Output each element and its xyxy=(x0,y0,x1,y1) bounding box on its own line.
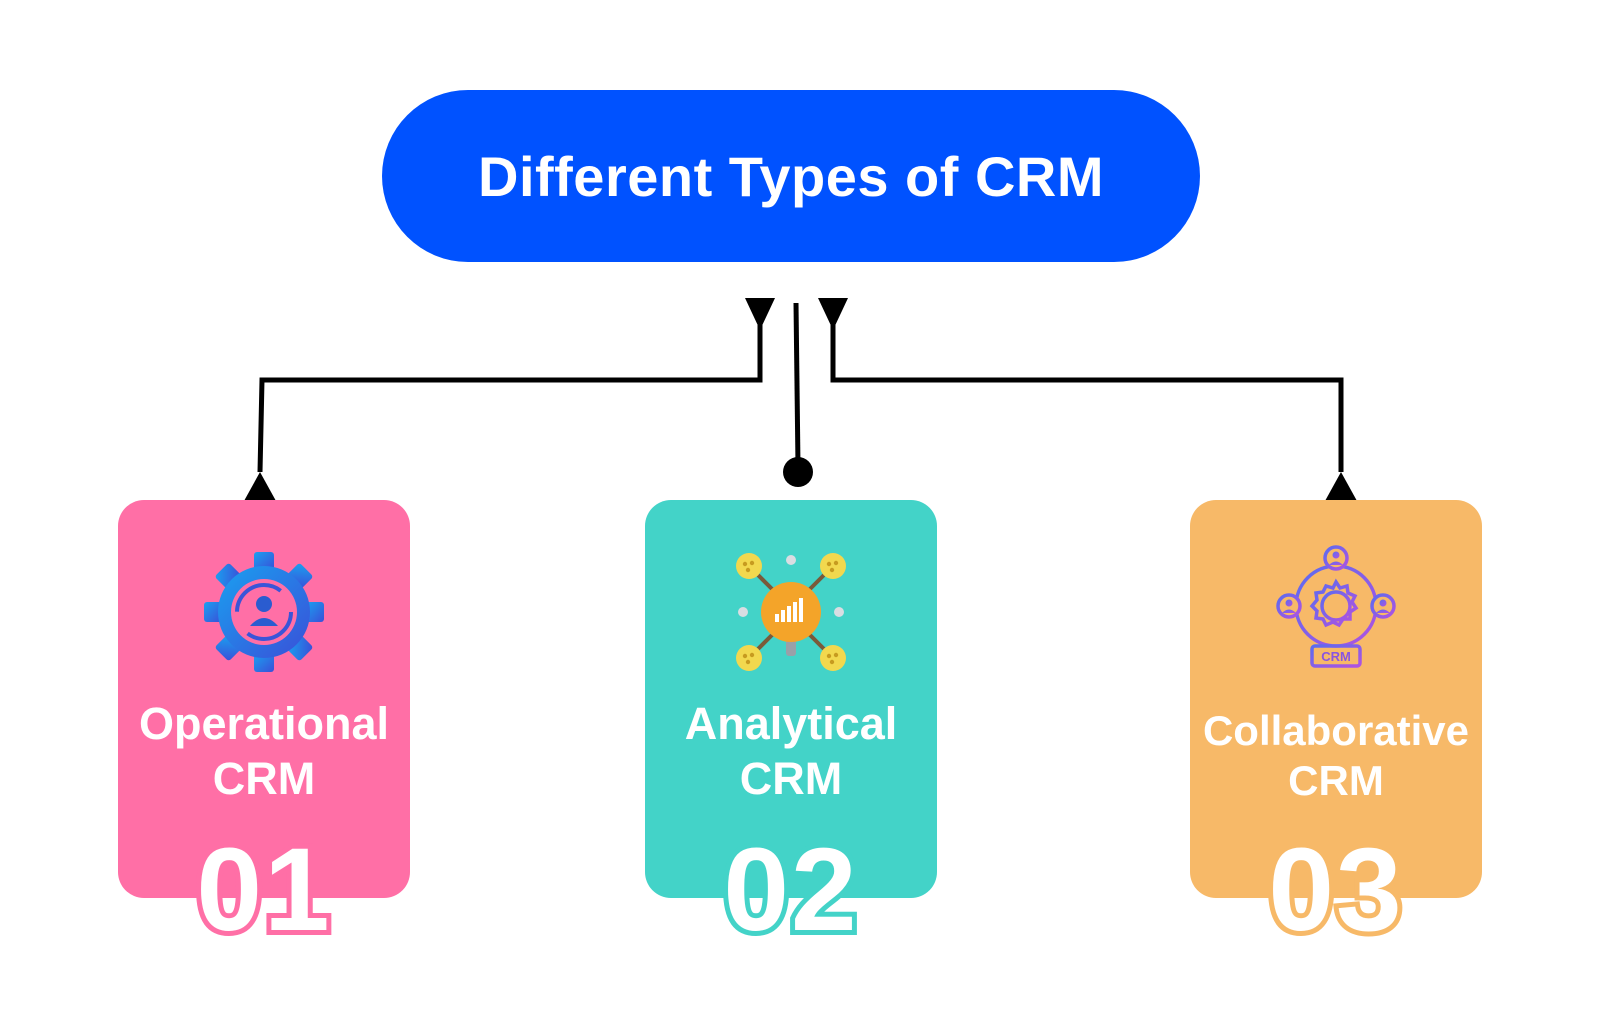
card-label: Analytical CRM xyxy=(645,696,937,806)
card-number: 03 xyxy=(1263,824,1406,956)
card-label-line1: Collaborative xyxy=(1202,707,1470,754)
crm-icon-text: CRM xyxy=(1321,649,1351,664)
card-label-line2: CRM xyxy=(739,753,843,804)
diagram-title: Different Types of CRM xyxy=(478,144,1104,208)
network-chart-icon xyxy=(736,553,846,671)
card-label-line2: CRM xyxy=(1288,757,1384,804)
connector-middle xyxy=(793,302,801,467)
card-label-line1: Operational xyxy=(138,698,390,749)
card-label-line2: CRM xyxy=(212,753,316,804)
card-collaborative-crm: CRM Collaborative CRM 03 xyxy=(1190,500,1482,955)
crm-team-gear-icon: CRM xyxy=(1276,545,1396,668)
gear-user-sync-icon xyxy=(204,552,324,672)
card-label-line1: Analytical xyxy=(684,698,898,749)
card-number: 01 xyxy=(191,824,334,956)
dot-card-2 xyxy=(783,457,813,487)
title-pill: Different Types of CRM xyxy=(382,90,1200,262)
arrow-up-card-3 xyxy=(1325,472,1357,501)
card-label: Operational CRM xyxy=(118,696,410,806)
connector-right xyxy=(830,325,1344,472)
arrow-down-right xyxy=(818,298,848,330)
card-analytical-crm: Analytical CRM 02 xyxy=(645,500,937,955)
arrow-down-left xyxy=(745,298,775,330)
arrow-up-card-1 xyxy=(244,472,276,501)
card-number: 02 xyxy=(718,824,861,956)
connector-left xyxy=(257,325,763,473)
card-operational-crm: Operational CRM 01 xyxy=(118,500,410,955)
card-label: Collaborative CRM xyxy=(1190,706,1482,806)
